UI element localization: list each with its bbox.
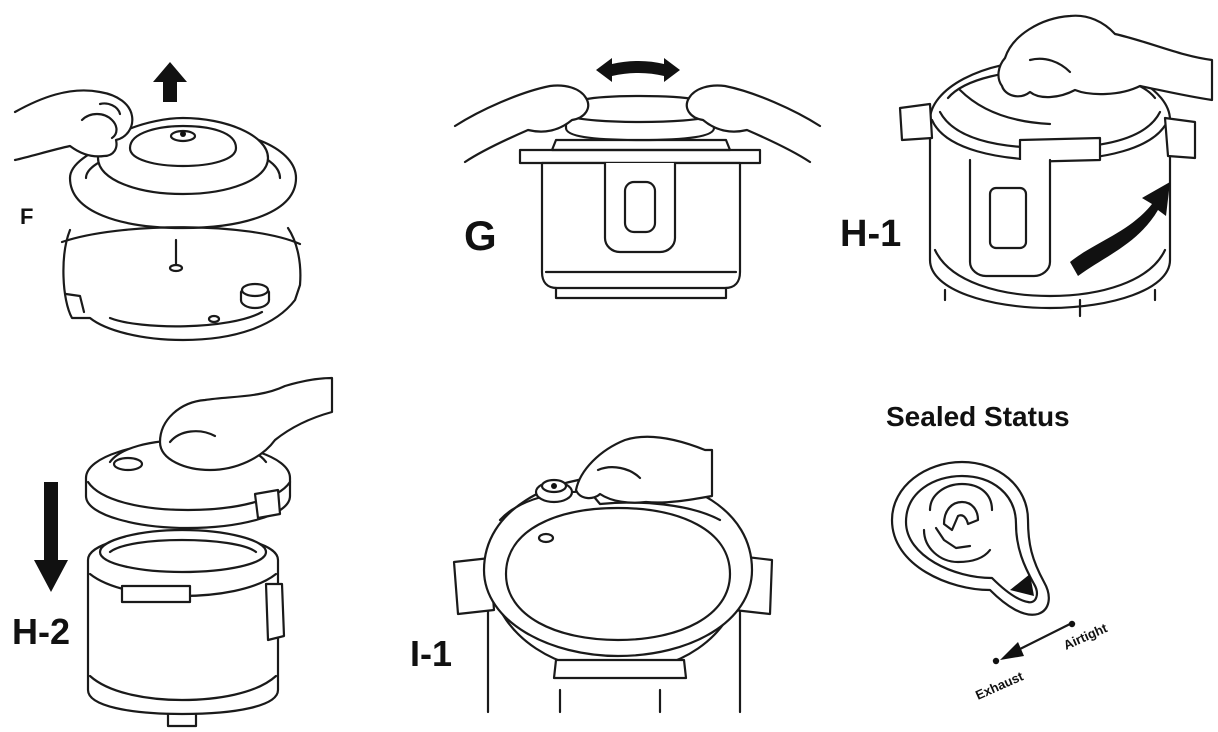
pressure-cooker-body [898, 58, 1197, 318]
pressure-cooker-body [86, 528, 286, 728]
label-i1: I-1 [410, 633, 452, 674]
valve-arrow-icon [992, 620, 1076, 665]
label-h1: H-1 [840, 213, 901, 255]
panel-h1: H-1 [840, 14, 1214, 318]
hand-icon [158, 376, 334, 472]
valve-icon [890, 460, 1050, 616]
label-exhaust: Exhaust [973, 668, 1026, 703]
panel-g: G [453, 58, 822, 300]
sealed-status-panel: Sealed Status Airtight Exhaust [886, 401, 1110, 703]
sealed-status-title: Sealed Status [886, 401, 1070, 432]
hand-icon [997, 14, 1214, 102]
hands-icon [453, 84, 822, 164]
down-arrow-icon [34, 482, 68, 592]
panel-i1: I-1 [410, 435, 774, 714]
pressure-cooker-body [518, 138, 762, 300]
label-g: G [464, 212, 497, 259]
left-right-arrow-icon [596, 58, 680, 82]
label-h2: H-2 [12, 611, 70, 652]
panel-f: F [13, 62, 302, 342]
panel-h2: H-2 [12, 376, 334, 728]
hand-icon [13, 89, 134, 162]
rotate-arrow-icon [1070, 182, 1170, 276]
lid-underside [68, 116, 298, 230]
lid [482, 474, 754, 658]
up-arrow-icon [153, 62, 187, 102]
label-f: F [20, 204, 33, 229]
hand-icon [574, 435, 714, 504]
sealing-ring-lid-frame [60, 226, 302, 342]
